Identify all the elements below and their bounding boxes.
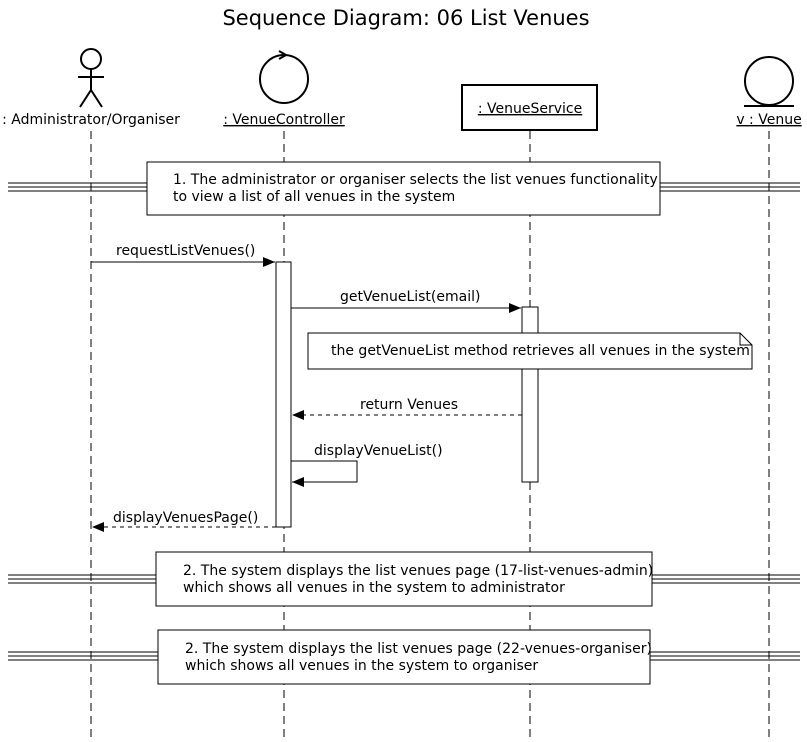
step-separator-1 [8,182,800,192]
entity-icon [744,56,794,107]
note-box [307,332,753,370]
step-separator-3 [8,651,800,661]
participant-service-label: : VenueService [478,101,582,117]
note-corner [739,333,752,346]
message-label-2: getVenueList(email) [340,289,480,305]
step-2-line2: which shows all venues in the system to … [183,580,565,596]
service-box [461,84,598,131]
step-3-line2: which shows all venues in the system to … [185,658,538,674]
controller-icon [259,50,309,104]
participant-entity-label: v : Venue [736,112,801,128]
actor-icon [78,48,104,108]
message-label-1: requestListVenues() [116,243,255,259]
step-box-1 [146,161,661,216]
participant-controller-label: : VenueController [223,112,345,128]
participant-actor-label: : Administrator/Organiser [2,112,180,128]
note-text: the getVenueList method retrieves all ve… [331,343,750,359]
step-3-line1: 2. The system displays the list venues p… [185,641,652,657]
step-box-2 [155,551,653,607]
step-1-line2: to view a list of all venues in the syst… [173,189,455,205]
diagram-title: Sequence Diagram: 06 List Venues [222,6,589,30]
step-2-line1: 2. The system displays the list venues p… [183,563,653,579]
message-label-3: return Venues [360,397,458,413]
activation-controller [275,261,292,528]
message-arrow-4 [291,460,358,487]
step-1-line1: 1. The administrator or organiser select… [173,172,658,188]
step-separator-2 [8,574,800,584]
step-box-3 [157,629,651,685]
message-label-4: displayVenueList() [314,443,443,459]
message-label-5: displayVenuesPage() [113,510,258,526]
